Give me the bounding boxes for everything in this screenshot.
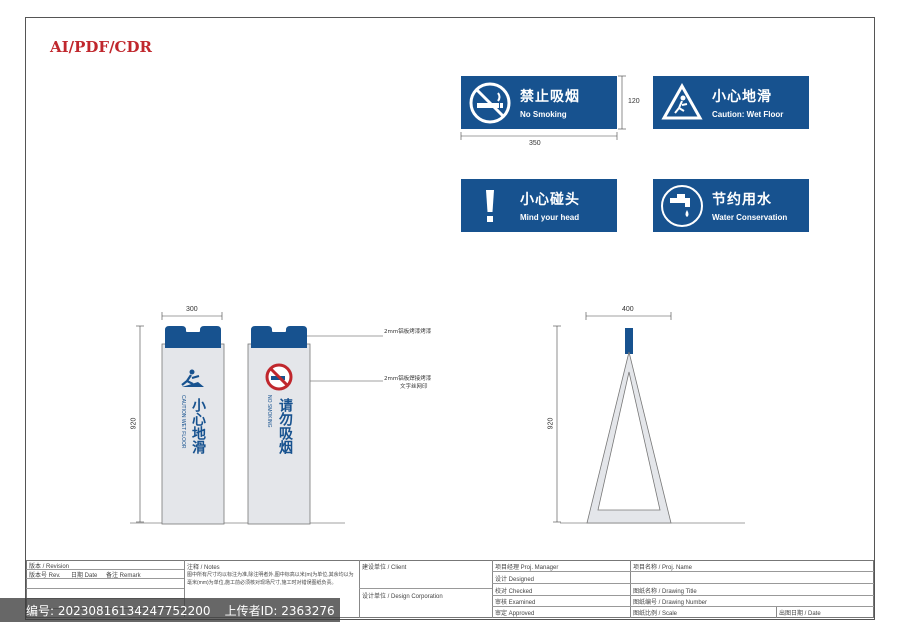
sign-zh: 小心碰头 — [520, 192, 580, 208]
proj-manager-label: 项目经理 Proj. Manager — [495, 565, 559, 571]
sign-en: No Smoking — [520, 110, 567, 119]
no-smoking-icon — [264, 362, 294, 392]
sign-width-label: 350 — [529, 140, 541, 147]
checked-label: 校对 Checked — [495, 589, 533, 595]
aframe-height-label: 920 — [547, 417, 555, 430]
material-note-1: 2mm铝板烤漆烤漆 — [384, 329, 432, 335]
watermark-uploader: 上传者ID: 2363276 — [224, 603, 335, 618]
notes-text: 图中所有尺寸均以标注为准,除注明者外,图中标高以米(m)为单位,其余均以为毫米(… — [187, 572, 354, 586]
scale-label: 图纸比例 / Scale — [633, 611, 678, 617]
sign-height-label: 120 — [628, 98, 640, 105]
sign-zh: 禁止吸烟 — [520, 89, 580, 105]
drawing-title-label: 图纸名称 / Drawing Title — [633, 589, 697, 595]
date-label: 日期 Date — [71, 573, 98, 579]
stand-en-text: CAUTION WET FLOOR — [180, 395, 186, 449]
sign-zh: 节约用水 — [712, 192, 772, 208]
sign-wet-floor: 小心地滑 Caution: Wet Floor — [653, 76, 809, 129]
revision-label: 版本 / Revision — [29, 564, 70, 570]
notes-label: 注释 / Notes — [187, 565, 220, 571]
sign-en: Water Conservation — [712, 213, 788, 222]
sign-en: Mind your head — [520, 213, 580, 222]
sign-en: Caution: Wet Floor — [712, 110, 784, 119]
sign-water: 节约用水 Water Conservation — [653, 179, 809, 232]
out-date-label: 出图日期 / Date — [779, 611, 821, 617]
aframe-width-label: 400 — [622, 306, 634, 313]
proj-name-label: 项目名称 / Proj. Name — [633, 565, 693, 571]
material-note-2: 2mm铝板焊接烤漆 — [384, 376, 432, 382]
exclamation-icon — [468, 184, 512, 228]
design-corp-label: 设计单位 / Design Corporation — [362, 594, 443, 600]
sign-zh: 小心地滑 — [712, 89, 772, 105]
sign-mind-head: 小心碰头 Mind your head — [461, 179, 617, 232]
rev-no-label: 版本号 Rev. — [29, 573, 61, 579]
stand-width-label: 300 — [186, 306, 198, 313]
wet-floor-icon — [660, 81, 704, 125]
material-note-3: 文字丝网印 — [400, 384, 428, 390]
watermark-id: 编号: 20230816134247752200 — [26, 603, 211, 618]
stand-zh-text: 请勿吸烟 — [277, 398, 293, 454]
sign-no-smoking: 禁止吸烟 No Smoking — [461, 76, 617, 129]
watermark-bar: 编号: 20230816134247752200 上传者ID: 2363276 — [0, 598, 340, 622]
no-smoking-icon — [468, 81, 512, 125]
drawing-frame — [25, 17, 875, 620]
stand-height-label: 920 — [130, 417, 138, 430]
client-label: 建设单位 / Client — [362, 565, 407, 571]
format-label: AI/PDF/CDR — [50, 38, 152, 56]
designed-label: 设计 Designed — [495, 577, 535, 583]
aframe-side-view — [586, 328, 672, 524]
title-block: 版本 / Revision 版本号 Rev. 日期 Date 备注 Remark… — [26, 560, 874, 618]
drawing-number-label: 图纸编号 / Drawing Number — [633, 600, 708, 606]
stand-zh-text: 小心地滑 — [190, 398, 206, 454]
water-tap-icon — [660, 184, 704, 228]
wet-floor-icon — [180, 368, 206, 388]
approved-label: 审定 Approved — [495, 611, 535, 617]
remark-label: 备注 Remark — [106, 573, 141, 579]
examined-label: 审核 Examined — [495, 600, 536, 606]
stand-en-text: NO SMOKING — [266, 395, 272, 428]
